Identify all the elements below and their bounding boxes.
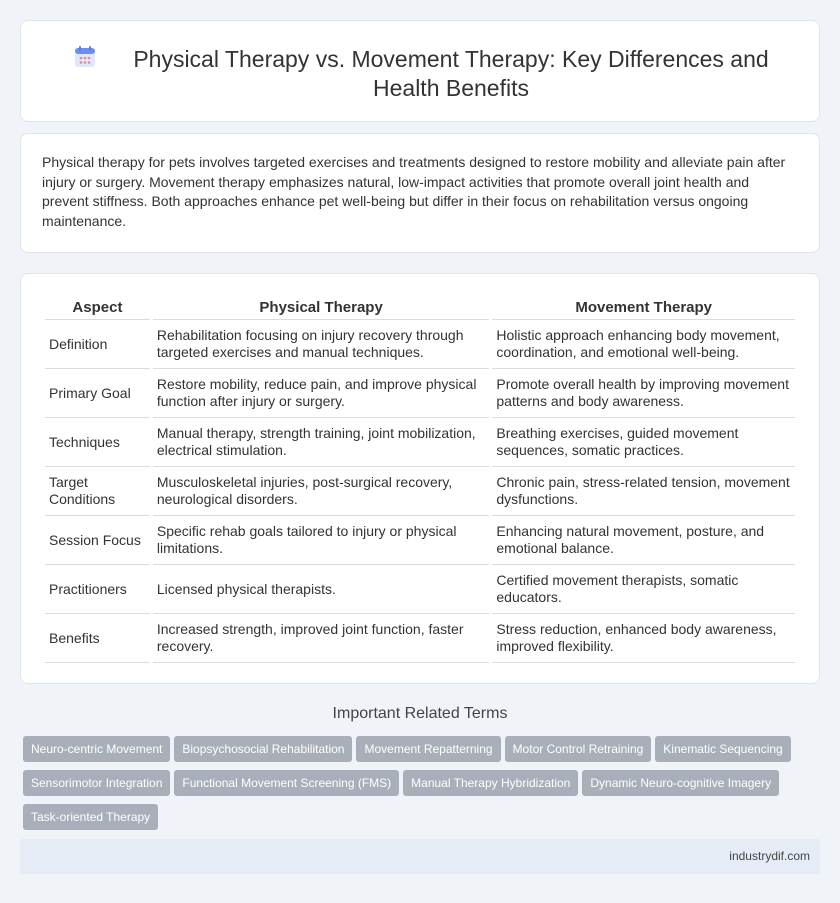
column-header-movement-therapy: Movement Therapy: [492, 293, 795, 320]
row-aspect: Benefits: [45, 614, 150, 663]
row-movement-therapy: Stress reduction, enhanced body awarenes…: [492, 614, 795, 663]
row-movement-therapy: Holistic approach enhancing body movemen…: [492, 320, 795, 369]
related-term-tag[interactable]: Dynamic Neuro-cognitive Imagery: [582, 770, 780, 796]
row-physical-therapy: Rehabilitation focusing on injury recove…: [152, 320, 490, 369]
table-row: Session Focus Specific rehab goals tailo…: [45, 516, 795, 565]
comparison-table: Aspect Physical Therapy Movement Therapy…: [42, 293, 798, 663]
header-card: Physical Therapy vs. Movement Therapy: K…: [20, 20, 820, 122]
related-term-tag[interactable]: Kinematic Sequencing: [655, 736, 791, 762]
page-title: Physical Therapy vs. Movement Therapy: K…: [21, 45, 819, 103]
footer-site-link[interactable]: industrydif.com: [729, 849, 810, 863]
row-movement-therapy: Breathing exercises, guided movement seq…: [492, 418, 795, 467]
row-aspect: Definition: [45, 320, 150, 369]
row-physical-therapy: Licensed physical therapists.: [152, 565, 490, 614]
row-movement-therapy: Promote overall health by improving move…: [492, 369, 795, 418]
related-term-tag[interactable]: Motor Control Retraining: [504, 736, 652, 762]
column-header-aspect: Aspect: [45, 293, 150, 320]
footer: industrydif.com: [20, 839, 820, 874]
row-movement-therapy: Enhancing natural movement, posture, and…: [492, 516, 795, 565]
comparison-table-card: Aspect Physical Therapy Movement Therapy…: [20, 273, 820, 684]
intro-paragraph: Physical therapy for pets involves targe…: [42, 154, 786, 229]
row-aspect: Target Conditions: [45, 467, 150, 516]
row-movement-therapy: Certified movement therapists, somatic e…: [492, 565, 795, 614]
table-row: Practitioners Licensed physical therapis…: [45, 565, 795, 614]
row-aspect: Primary Goal: [45, 369, 150, 418]
related-term-tag[interactable]: Task-oriented Therapy: [23, 804, 159, 830]
calendar-icon: [75, 46, 95, 67]
related-term-tag[interactable]: Movement Repatterning: [356, 736, 501, 762]
related-term-tag[interactable]: Sensorimotor Integration: [23, 770, 171, 796]
column-header-physical-therapy: Physical Therapy: [152, 293, 490, 320]
row-physical-therapy: Musculoskeletal injuries, post-surgical …: [152, 467, 490, 516]
table-row: Target Conditions Musculoskeletal injuri…: [45, 467, 795, 516]
table-row: Definition Rehabilitation focusing on in…: [45, 320, 795, 369]
table-row: Benefits Increased strength, improved jo…: [45, 614, 795, 663]
related-term-tag[interactable]: Biopsychosocial Rehabilitation: [174, 736, 353, 762]
table-header-row: Aspect Physical Therapy Movement Therapy: [45, 293, 795, 320]
intro-card: Physical therapy for pets involves targe…: [20, 133, 820, 253]
related-term-tag[interactable]: Neuro-centric Movement: [23, 736, 171, 762]
row-physical-therapy: Increased strength, improved joint funct…: [152, 614, 490, 663]
related-terms-heading: Important Related Terms: [332, 705, 508, 722]
row-aspect: Practitioners: [45, 565, 150, 614]
related-term-tag[interactable]: Manual Therapy Hybridization: [403, 770, 579, 796]
row-movement-therapy: Chronic pain, stress-related tension, mo…: [492, 467, 795, 516]
related-term-tag[interactable]: Functional Movement Screening (FMS): [174, 770, 400, 796]
row-physical-therapy: Manual therapy, strength training, joint…: [152, 418, 490, 467]
row-physical-therapy: Specific rehab goals tailored to injury …: [152, 516, 490, 565]
table-row: Techniques Manual therapy, strength trai…: [45, 418, 795, 467]
page-title-text: Physical Therapy vs. Movement Therapy: K…: [133, 46, 769, 101]
table-row: Primary Goal Restore mobility, reduce pa…: [45, 369, 795, 418]
row-aspect: Session Focus: [45, 516, 150, 565]
row-aspect: Techniques: [45, 418, 150, 467]
row-physical-therapy: Restore mobility, reduce pain, and impro…: [152, 369, 490, 418]
